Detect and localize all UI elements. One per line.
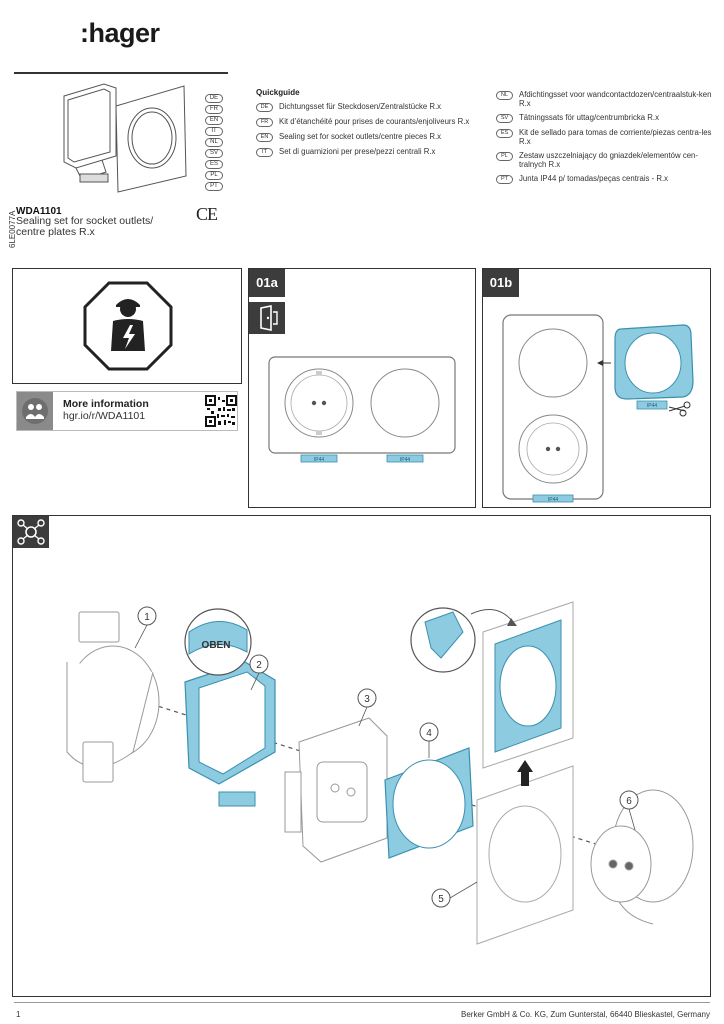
callout-number: 4 (426, 728, 432, 739)
lang-badge: ES (205, 160, 223, 169)
lang-badge: PT (496, 175, 513, 184)
seal-ring (184, 661, 276, 807)
page-number: 1 (16, 1010, 21, 1019)
lang-badge: DE (205, 94, 223, 103)
lang-badge: SV (496, 114, 513, 123)
more-information-title: More information (63, 398, 149, 410)
lang-badge: NL (496, 91, 513, 100)
lang-badge: IT (256, 148, 273, 157)
ip-label: IP44 (314, 457, 325, 463)
lang-badge: IT (205, 127, 223, 136)
cover-frame (476, 765, 574, 945)
ce-mark: CE (196, 204, 218, 224)
lang-badge: DE (256, 103, 273, 112)
lang-badge: PL (205, 171, 223, 180)
step-01a-label: 01a (249, 269, 285, 297)
quickguide-title: Quickguide (256, 88, 300, 97)
oben-label: OBEN (202, 640, 231, 651)
oben-callout: OBEN (184, 608, 252, 676)
lang-badge: FR (205, 105, 223, 114)
footer-divider (14, 1002, 710, 1003)
lang-badge: SV (205, 149, 223, 158)
callout-number: 2 (256, 660, 262, 671)
qr-code-icon[interactable] (205, 395, 237, 427)
ip-label: IP44 (647, 403, 658, 409)
lang-badge: PL (496, 152, 513, 161)
lang-badge: EN (205, 116, 223, 125)
lang-badge: EN (256, 133, 273, 142)
callout-number: 1 (144, 612, 150, 623)
double-frame-horizontal: IP44 IP44 (268, 356, 456, 463)
electrician-warning-icon (83, 281, 173, 371)
double-frame-vertical: IP44 IP44 (502, 314, 694, 503)
gasket-frame (384, 747, 474, 859)
language-list: DE FR EN IT NL SV ES PL PT (205, 94, 225, 193)
socket-cover (590, 789, 694, 925)
step-01a-panel: 01a IP44 IP44 (248, 268, 476, 508)
step-01b-panel: 01b IP44 IP44 (482, 268, 711, 508)
info-people-icon (17, 392, 53, 430)
product-illustration (63, 83, 187, 193)
lang-badge: ES (496, 129, 513, 138)
ip-label: IP44 (548, 497, 559, 503)
frame-with-seal (410, 601, 574, 769)
lang-badge: NL (205, 138, 223, 147)
callout-number: 5 (438, 894, 444, 905)
more-information-box[interactable]: More information hgr.io/r/WDA1101 (16, 391, 238, 431)
assembly-panel: OBEN (12, 515, 711, 997)
ip-label: IP44 (400, 457, 411, 463)
arrow-up-icon (517, 760, 533, 786)
lang-badge: PT (205, 182, 223, 191)
product-description: Sealing set for socket outlets/ centre p… (16, 215, 154, 238)
exploded-assembly-diagram: OBEN (66, 601, 694, 945)
company-address: Berker GmbH & Co. KG, Zum Gunterstal, 66… (461, 1010, 710, 1019)
flush-box (66, 611, 160, 783)
callout-number: 6 (626, 796, 632, 807)
lang-badge: FR (256, 118, 273, 127)
door-exit-icon (249, 302, 285, 334)
socket-insert (284, 717, 388, 863)
callout-markers (137, 606, 639, 908)
more-information-link[interactable]: hgr.io/r/WDA1101 (63, 410, 146, 422)
electrician-warning-panel (12, 268, 242, 384)
network-nodes-icon (13, 516, 49, 548)
step-01b-label: 01b (483, 269, 519, 297)
callout-number: 3 (364, 694, 370, 705)
product-model: WDA1101 (16, 206, 62, 217)
brand-logo: :hager (80, 18, 160, 48)
header-divider (14, 72, 228, 74)
scissors-icon (668, 401, 691, 417)
